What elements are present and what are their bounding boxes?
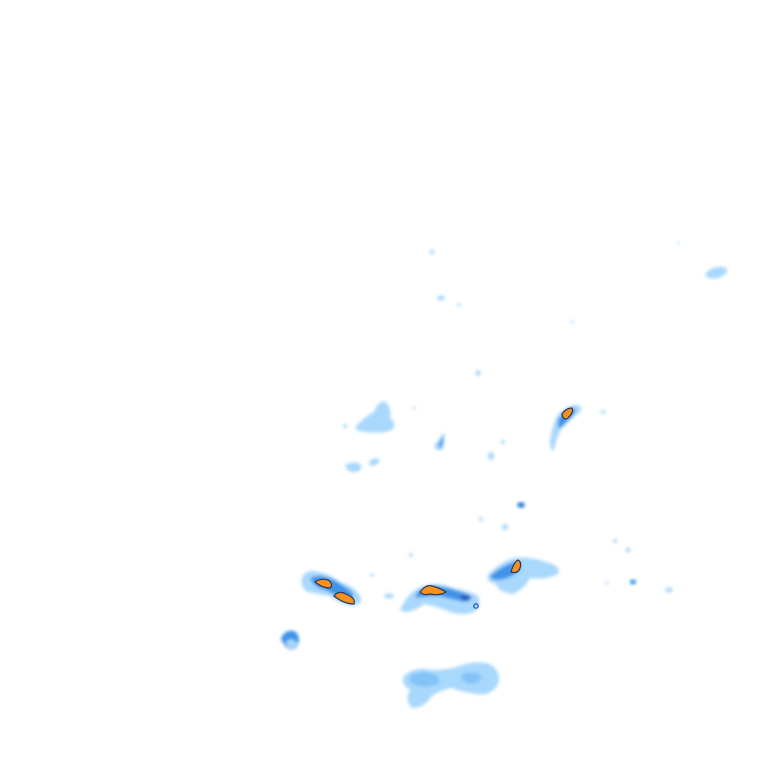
echo-cell-southeast — [487, 557, 637, 594]
echo-cell-northeast — [705, 266, 728, 279]
echo-cell-east — [550, 404, 582, 451]
echo-cell-southwest — [281, 570, 361, 650]
echo-cell-south — [402, 662, 499, 708]
echo-cell-central-west — [345, 401, 395, 473]
echo-cell-south-central — [400, 584, 480, 614]
scattered-light-echoes — [343, 241, 679, 599]
echo-cell-small-dot — [517, 502, 525, 508]
echo-cell-central-streak — [434, 432, 445, 451]
